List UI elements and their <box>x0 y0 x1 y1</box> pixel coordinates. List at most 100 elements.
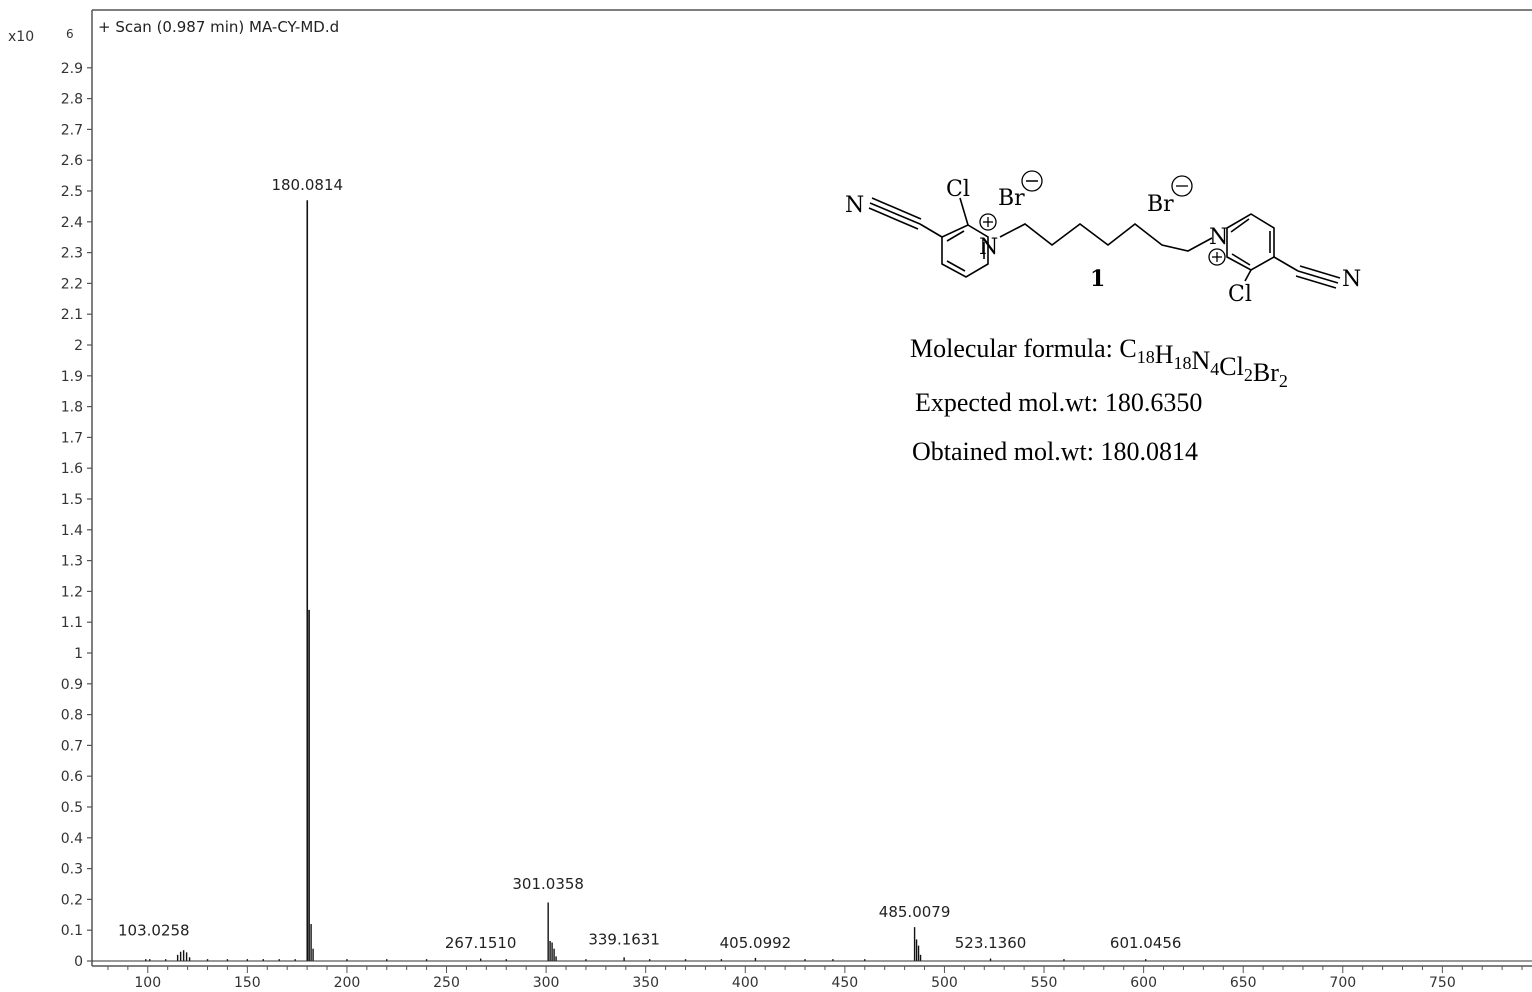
x-tick-label: 500 <box>931 975 958 991</box>
right-nitrile-triple-3 <box>1295 275 1337 289</box>
y-tick-label: 2.9 <box>61 61 83 77</box>
molecule-bonds <box>868 197 1341 289</box>
x-tick-label: 150 <box>234 975 261 991</box>
formula-subscript: 2 <box>1279 371 1288 391</box>
left-ring-double-bond-2 <box>946 260 966 272</box>
y-tick-label: 0.4 <box>61 831 83 847</box>
formula-subscript: 4 <box>1210 359 1219 379</box>
formula-subscript: 2 <box>1244 365 1253 385</box>
atom-cl-left: Cl <box>946 177 970 202</box>
y-tick-label: 1.7 <box>61 430 83 446</box>
peak-label: 301.0358 <box>512 875 584 893</box>
formula-subscript: 18 <box>1137 347 1155 367</box>
x-tick-label: 600 <box>1130 975 1157 991</box>
x-tick-label: 300 <box>533 975 560 991</box>
y-tick-label: 2.3 <box>61 246 83 262</box>
x-tick-label: 350 <box>632 975 659 991</box>
y-tick-label: 2.4 <box>61 215 83 231</box>
atom-br-left: Br <box>998 186 1025 211</box>
y-tick-label: 1.8 <box>61 400 83 416</box>
y-tick-label: 0.3 <box>61 862 83 878</box>
y-tick-label: 0.7 <box>61 738 83 754</box>
y-tick-label: 1 <box>74 646 83 662</box>
left-nitrile-triple-2 <box>871 197 922 220</box>
hexyl-chain <box>999 222 1213 252</box>
x-axis: 100 150 200 250 300 350 400 450 500 550 600 650 700 7… <box>107 966 1523 991</box>
x-tick-label: 700 <box>1329 975 1356 991</box>
positive-charge-left <box>979 213 997 231</box>
right-ring <box>1226 213 1275 271</box>
y-tick-label: 0.8 <box>61 708 83 724</box>
x-tick-label: 100 <box>134 975 161 991</box>
molecular-formula-prefix: Molecular formula: <box>910 334 1119 363</box>
molecular-formula-value: C18H18N4Cl2Br2 <box>1119 334 1287 391</box>
obtained-mol-wt: Obtained mol.wt: 180.0814 <box>912 437 1198 466</box>
y-tick-label: 2.6 <box>61 153 83 169</box>
peak-label: 523.1360 <box>955 934 1027 952</box>
peak-label: 405.0992 <box>720 934 792 952</box>
formula-subscript: 18 <box>1174 353 1192 373</box>
atom-n-right-ring: N <box>1209 225 1228 250</box>
spectrum-peaks <box>92 200 1532 962</box>
y-tick-label: 1.5 <box>61 492 83 508</box>
atom-n-right-nitrile: N <box>1342 267 1361 292</box>
molecule-structure: N Cl Br N 1 Br N Cl N <box>845 170 1361 307</box>
positive-charge-right <box>1208 248 1226 266</box>
left-nitrile-triple-3 <box>868 207 919 230</box>
y-tick-label: 0.6 <box>61 769 83 785</box>
atom-br-right: Br <box>1147 192 1174 217</box>
peak-label: 601.0456 <box>1110 934 1182 952</box>
left-chloro-bond <box>959 197 969 226</box>
formula-element: H <box>1155 340 1174 369</box>
peak-label: 267.1510 <box>445 934 517 952</box>
right-nitrile-triple-2 <box>1299 265 1341 279</box>
right-ring-double-bond-2 <box>1231 253 1251 266</box>
y-tick-label: 0.2 <box>61 892 83 908</box>
atom-n-left-nitrile: N <box>845 193 864 218</box>
x-tick-label: 550 <box>1031 975 1058 991</box>
molecular-formula: Molecular formula: C18H18N4Cl2Br2 <box>910 334 1288 391</box>
y-tick-label: 2 <box>74 338 83 354</box>
negative-charge-right <box>1171 175 1193 197</box>
y-tick-label: 0.9 <box>61 677 83 693</box>
right-nitrile-triple-1 <box>1297 270 1339 284</box>
left-ring-double-bond-1 <box>946 230 965 242</box>
y-tick-label: 2.5 <box>61 184 83 200</box>
atom-cl-right: Cl <box>1228 282 1252 307</box>
peak-label: 485.0079 <box>879 903 951 921</box>
y-tick-label: 0.5 <box>61 800 83 816</box>
negative-charge-left <box>1021 170 1043 192</box>
x-tick-label: 250 <box>433 975 460 991</box>
x-tick-label: 450 <box>831 975 858 991</box>
x-tick-label: 650 <box>1230 975 1257 991</box>
right-nitrile-single <box>1273 256 1299 272</box>
peak-labels: 103.0258 180.0814 267.1510 301.0358 339.1631… <box>118 176 1181 952</box>
formula-element: Br <box>1253 358 1279 387</box>
atom-n-left-ring: N <box>979 235 998 260</box>
expected-mol-wt: Expected mol.wt: 180.6350 <box>915 388 1202 417</box>
y-tick-label: 2.7 <box>61 122 83 138</box>
x-tick-label: 400 <box>732 975 759 991</box>
x-tick-label: 750 <box>1429 975 1456 991</box>
y-tick-label: 1.2 <box>61 584 83 600</box>
y-tick-label: 1.6 <box>61 461 83 477</box>
right-ring-double-bond-1 <box>1230 218 1250 233</box>
x-tick-label: 200 <box>334 975 361 991</box>
y-tick-label: 1.1 <box>61 615 83 631</box>
left-nitrile-triple-1 <box>869 202 921 225</box>
formula-element: C <box>1119 334 1136 363</box>
peak-label: 339.1631 <box>588 931 660 949</box>
y-multiplier-label: x10 <box>8 29 34 45</box>
y-tick-label: 0.1 <box>61 923 83 939</box>
y-tick-label: 0 <box>74 954 83 970</box>
formula-element: Cl <box>1219 352 1244 381</box>
peak-label: 103.0258 <box>118 921 190 939</box>
compound-info: Molecular formula: C18H18N4Cl2Br2 Expect… <box>910 334 1288 466</box>
y-tick-label: 1.4 <box>61 523 83 539</box>
y-axis: 0 0.1 0.2 0.3 0.4 0.5 0.6 0.7 0.8 0.9 1 1.1 1.2 1.3 1.… <box>61 61 92 970</box>
y-tick-label: 1.3 <box>61 554 83 570</box>
y-tick-label: 2.1 <box>61 307 83 323</box>
compound-number: 1 <box>1090 266 1105 292</box>
peak-label: 180.0814 <box>271 176 343 194</box>
